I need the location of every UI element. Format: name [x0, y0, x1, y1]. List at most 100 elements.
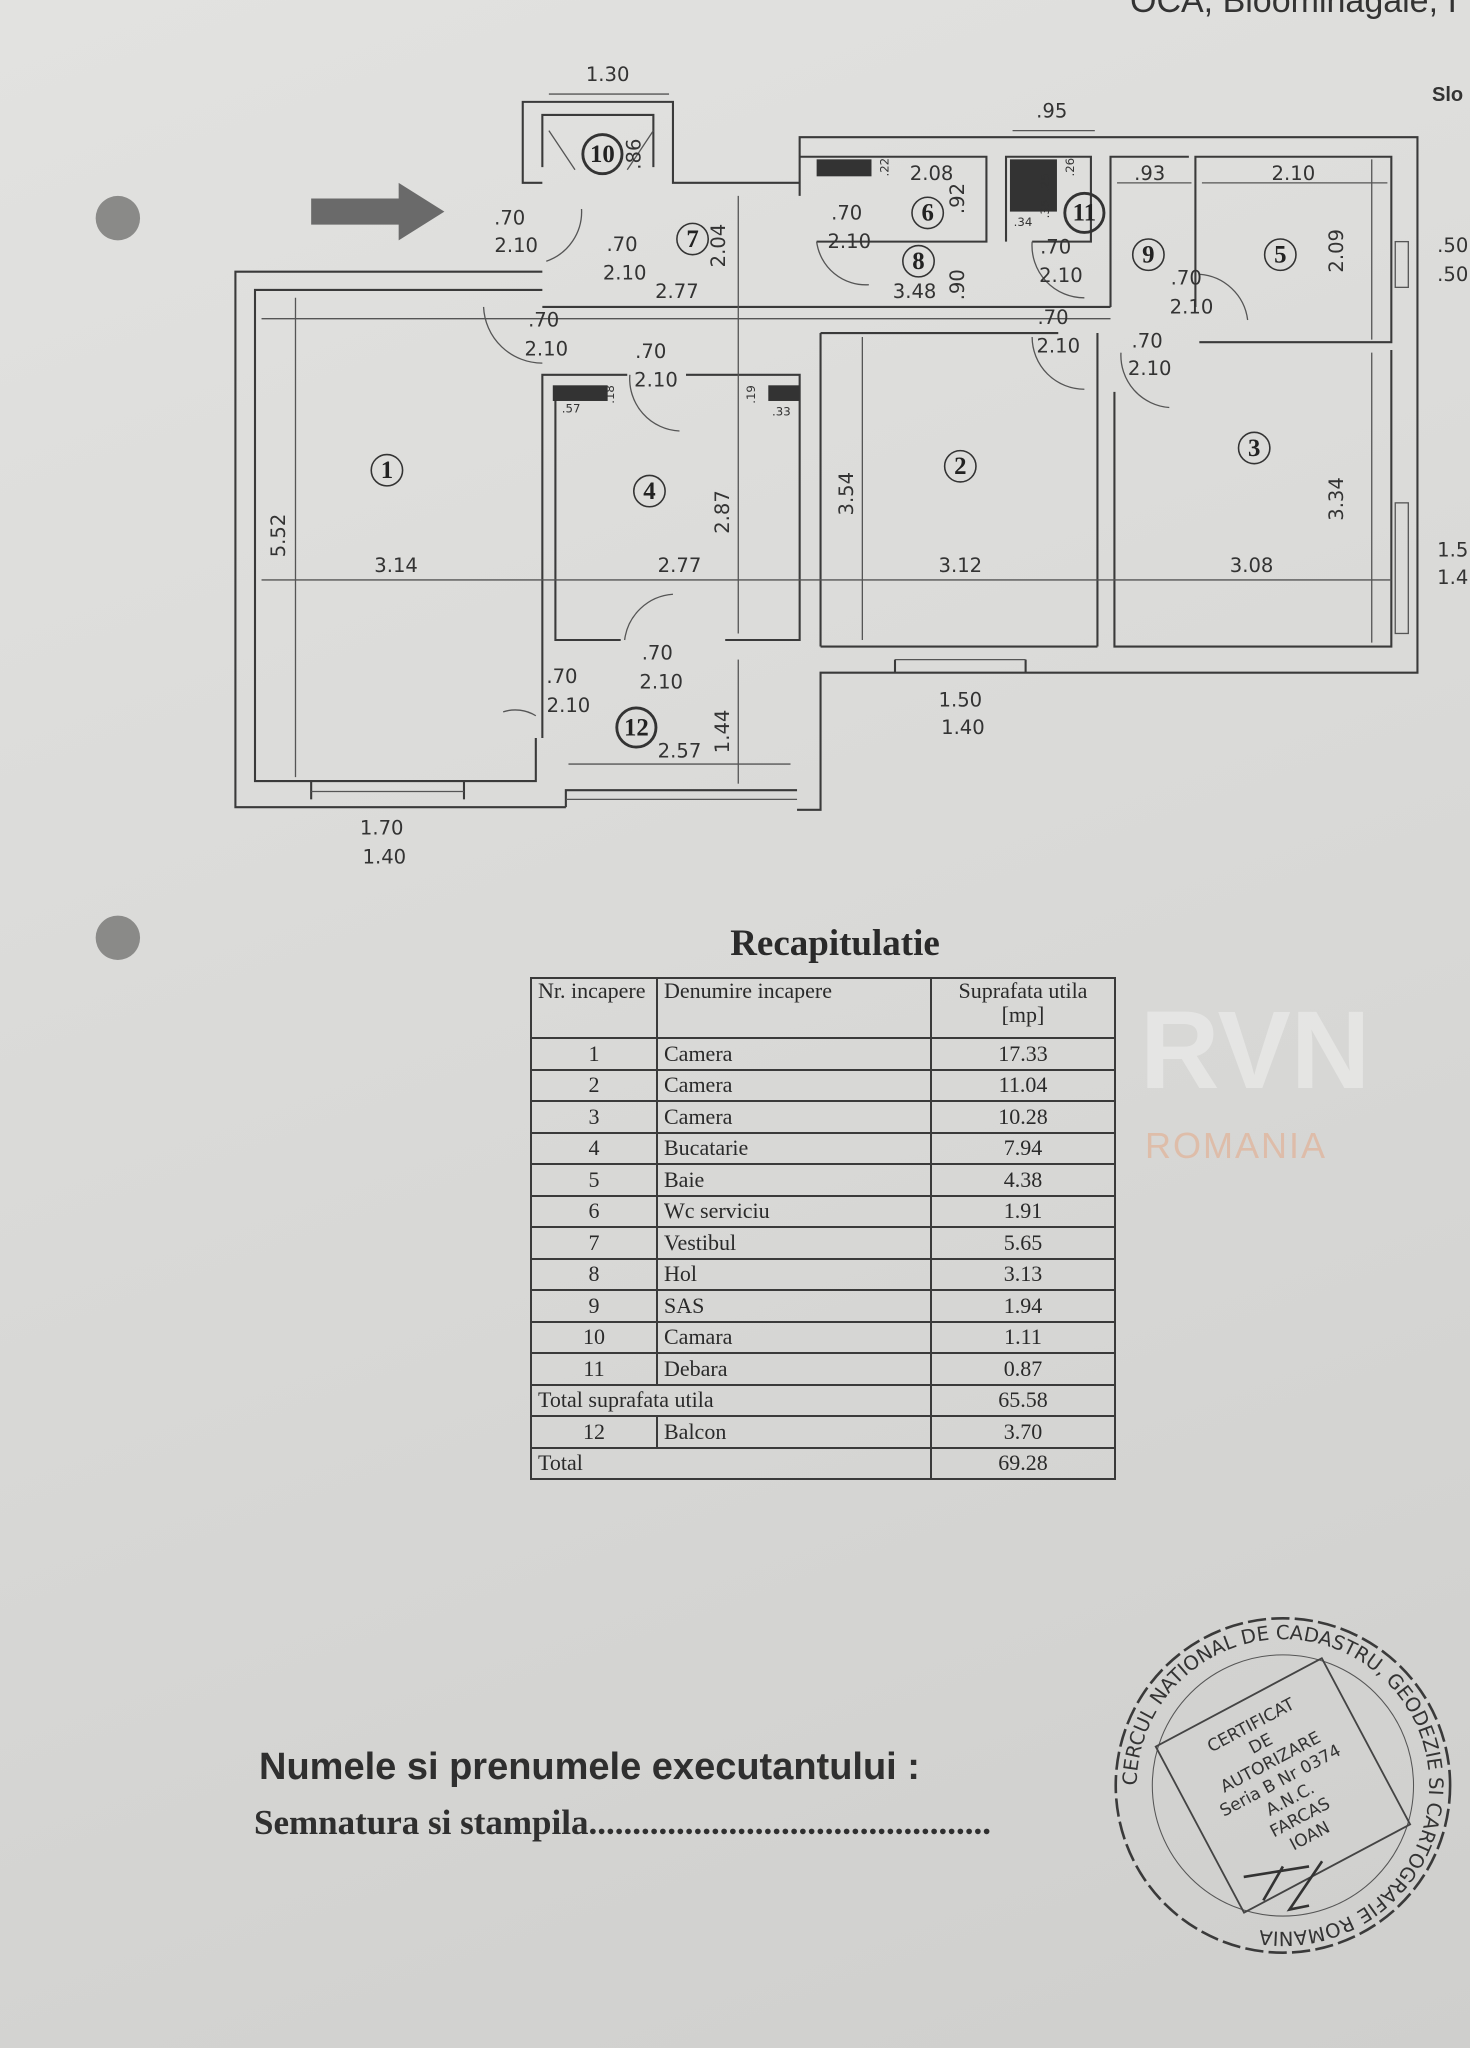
room-nr-cell: 6 — [530, 1194, 658, 1228]
dimension-label: 2.10 — [603, 262, 647, 285]
room-circle — [911, 196, 945, 230]
dimension-label: 2.10 — [494, 234, 538, 257]
room-area-cell: 5.65 — [930, 1226, 1116, 1260]
dimension-label: 2.10 — [1128, 357, 1172, 380]
room-area-cell: 3.13 — [930, 1257, 1116, 1291]
dimension-label: 1.70 — [360, 817, 404, 840]
room-number-marker: 1 — [370, 453, 404, 487]
dimension-label: 1.4 — [1437, 566, 1468, 589]
room-number: 9 — [1142, 242, 1154, 269]
room-number: 11 — [1073, 200, 1096, 227]
room-number-marker: 3 — [1237, 431, 1271, 465]
side-note: Slo — [1432, 84, 1464, 106]
dimension-label: .70 — [831, 201, 862, 224]
dimension-label: .90 — [946, 269, 969, 300]
dimension-label: 2.08 — [910, 162, 954, 185]
dimension-label: 1.5 — [1437, 538, 1468, 561]
dimension-label: 5.52 — [267, 514, 290, 558]
room-area-cell: 1.11 — [930, 1320, 1116, 1354]
room-nr-cell: 4 — [530, 1131, 658, 1165]
room-name-cell: SAS — [656, 1289, 932, 1323]
room-number-marker: 7 — [676, 222, 710, 256]
dimension-label: .93 — [1134, 162, 1165, 185]
dimension-label: 3.14 — [374, 554, 418, 577]
header-nr: Nr. incapere — [530, 977, 658, 1039]
dimension-label: 1.30 — [586, 63, 630, 86]
room-circle — [615, 706, 658, 749]
dimension-label: 1.40 — [941, 716, 985, 739]
room-nr-cell: 1 — [530, 1037, 658, 1071]
room-name-cell: Bucatarie — [656, 1131, 932, 1165]
dimension-label: 3.12 — [939, 554, 983, 577]
room-nr-cell: 9 — [530, 1289, 658, 1323]
room-circle — [1131, 238, 1165, 272]
room-number: 10 — [590, 141, 615, 168]
room-nr-cell: 8 — [530, 1257, 658, 1291]
room-nr-cell: 12 — [530, 1415, 658, 1449]
room-name-cell: Vestibul — [656, 1226, 932, 1260]
header-area: Suprafata utila [mp] — [930, 977, 1116, 1039]
room-nr-cell: 7 — [530, 1226, 658, 1260]
dimension-label: 2.57 — [658, 740, 702, 763]
executant-name-label: Numele si prenumele executantului : — [259, 1746, 920, 1788]
dimension-label: .50 — [1437, 263, 1468, 286]
dimension-label: .92 — [946, 183, 969, 214]
official-stamp: CERCUL NATIONAL DE CADASTRU, GEODEZIE SI… — [1114, 1616, 1452, 1954]
room-area-cell: 17.33 — [930, 1037, 1116, 1071]
punch-hole — [95, 195, 141, 241]
room-circle — [581, 133, 624, 176]
room-name-cell: Debara — [656, 1352, 932, 1386]
room-name-cell: Camera — [656, 1068, 932, 1102]
room-number: 4 — [643, 478, 655, 505]
dimension-label: 2.10 — [1272, 162, 1316, 185]
dimension-label: 2.77 — [658, 554, 702, 577]
room-name-cell: Camara — [656, 1320, 932, 1354]
dimension-label: 2.10 — [639, 670, 683, 693]
dimension-label: 2.04 — [707, 224, 730, 268]
room-circle — [1237, 431, 1271, 465]
total-area: 69.28 — [930, 1446, 1116, 1480]
total-label: Total — [530, 1446, 932, 1480]
dimension-label: .50 — [1437, 234, 1468, 257]
dimension-label: 3.08 — [1230, 554, 1274, 577]
room-number-marker: 8 — [902, 244, 935, 278]
dimension-label: .22 — [877, 158, 891, 177]
room-circle — [902, 244, 935, 278]
dimension-label: .34 — [1014, 215, 1033, 229]
dimension-label: .26 — [1063, 158, 1077, 177]
room-nr-cell: 11 — [530, 1352, 658, 1386]
room-circle — [676, 222, 710, 256]
dimension-label: 2.09 — [1325, 229, 1348, 273]
dimension-label: .70 — [635, 340, 666, 363]
dimension-label: .86 — [622, 139, 645, 170]
room-number: 12 — [624, 714, 649, 741]
room-number-marker: 5 — [1263, 238, 1297, 272]
dimension-label: .70 — [1132, 329, 1163, 352]
dimension-label: .18 — [603, 385, 617, 404]
dimension-label: .19 — [744, 385, 758, 404]
dimension-label: .70 — [606, 233, 637, 256]
dimension-label: 2.10 — [827, 230, 871, 253]
recap-title: Recapitulatie — [730, 923, 940, 964]
handwritten-signature — [1243, 1860, 1324, 1912]
room-area-cell: 10.28 — [930, 1100, 1116, 1134]
room-area-cell: 3.70 — [930, 1415, 1116, 1449]
room-circle — [632, 474, 666, 508]
dimension-label: 3.34 — [1325, 477, 1348, 521]
room-number-marker: 9 — [1131, 238, 1165, 272]
room-area-cell: 1.91 — [930, 1194, 1116, 1228]
dimension-label: .70 — [546, 665, 577, 688]
room-nr-cell: 5 — [530, 1163, 658, 1197]
dimension-label: 2.87 — [711, 490, 734, 534]
room-name-cell: Camera — [656, 1100, 932, 1134]
room-nr-cell: 3 — [530, 1100, 658, 1134]
punch-hole — [95, 915, 141, 960]
room-number: 2 — [954, 453, 966, 480]
